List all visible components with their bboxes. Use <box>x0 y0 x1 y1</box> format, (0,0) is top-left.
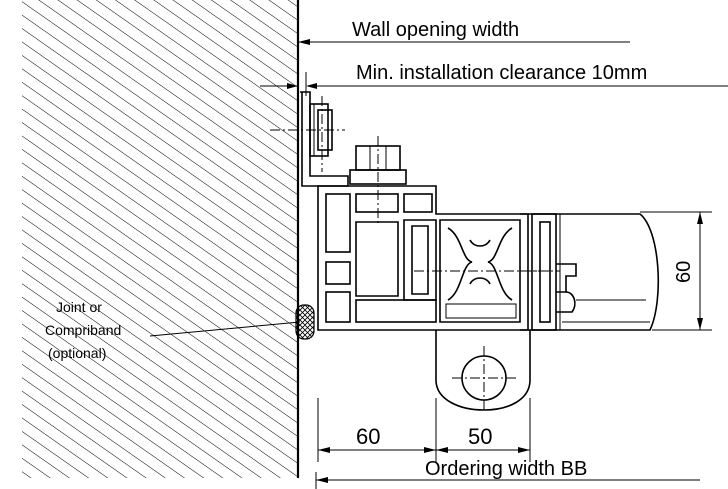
frame-profile <box>317 185 529 331</box>
joint-compriband: Joint or Compriband (optional) <box>45 299 315 361</box>
wall-opening-dimension: Wall opening width <box>298 19 630 45</box>
wall-hatching <box>0 0 298 478</box>
height-dimension: 60 <box>640 211 712 331</box>
top-screw <box>349 136 407 225</box>
door-leaf <box>520 213 660 331</box>
bottom-dimension-left: 60 <box>356 424 380 449</box>
anchor-bracket <box>270 91 349 187</box>
clearance-label: Min. installation clearance 10mm <box>356 62 647 84</box>
clearance-dimension: Min. installation clearance 10mm <box>260 62 728 96</box>
wall-blank-area <box>0 0 22 489</box>
bottom-dimension-right: 50 <box>468 424 492 449</box>
ordering-width-dimension: Ordering width BB <box>315 458 700 489</box>
hinge-lug <box>435 330 531 411</box>
thermal-break <box>414 219 550 323</box>
joint-label-line1: Joint or <box>56 299 102 315</box>
joint-label-line3: (optional) <box>48 345 106 361</box>
ordering-width-label: Ordering width BB <box>425 458 587 480</box>
joint-label-line2: Compriband <box>45 322 121 338</box>
height-dimension-value: 60 <box>673 261 695 283</box>
wall-opening-label: Wall opening width <box>352 19 519 41</box>
wall <box>0 0 300 489</box>
bottom-dimensions: 60 50 <box>317 398 531 462</box>
